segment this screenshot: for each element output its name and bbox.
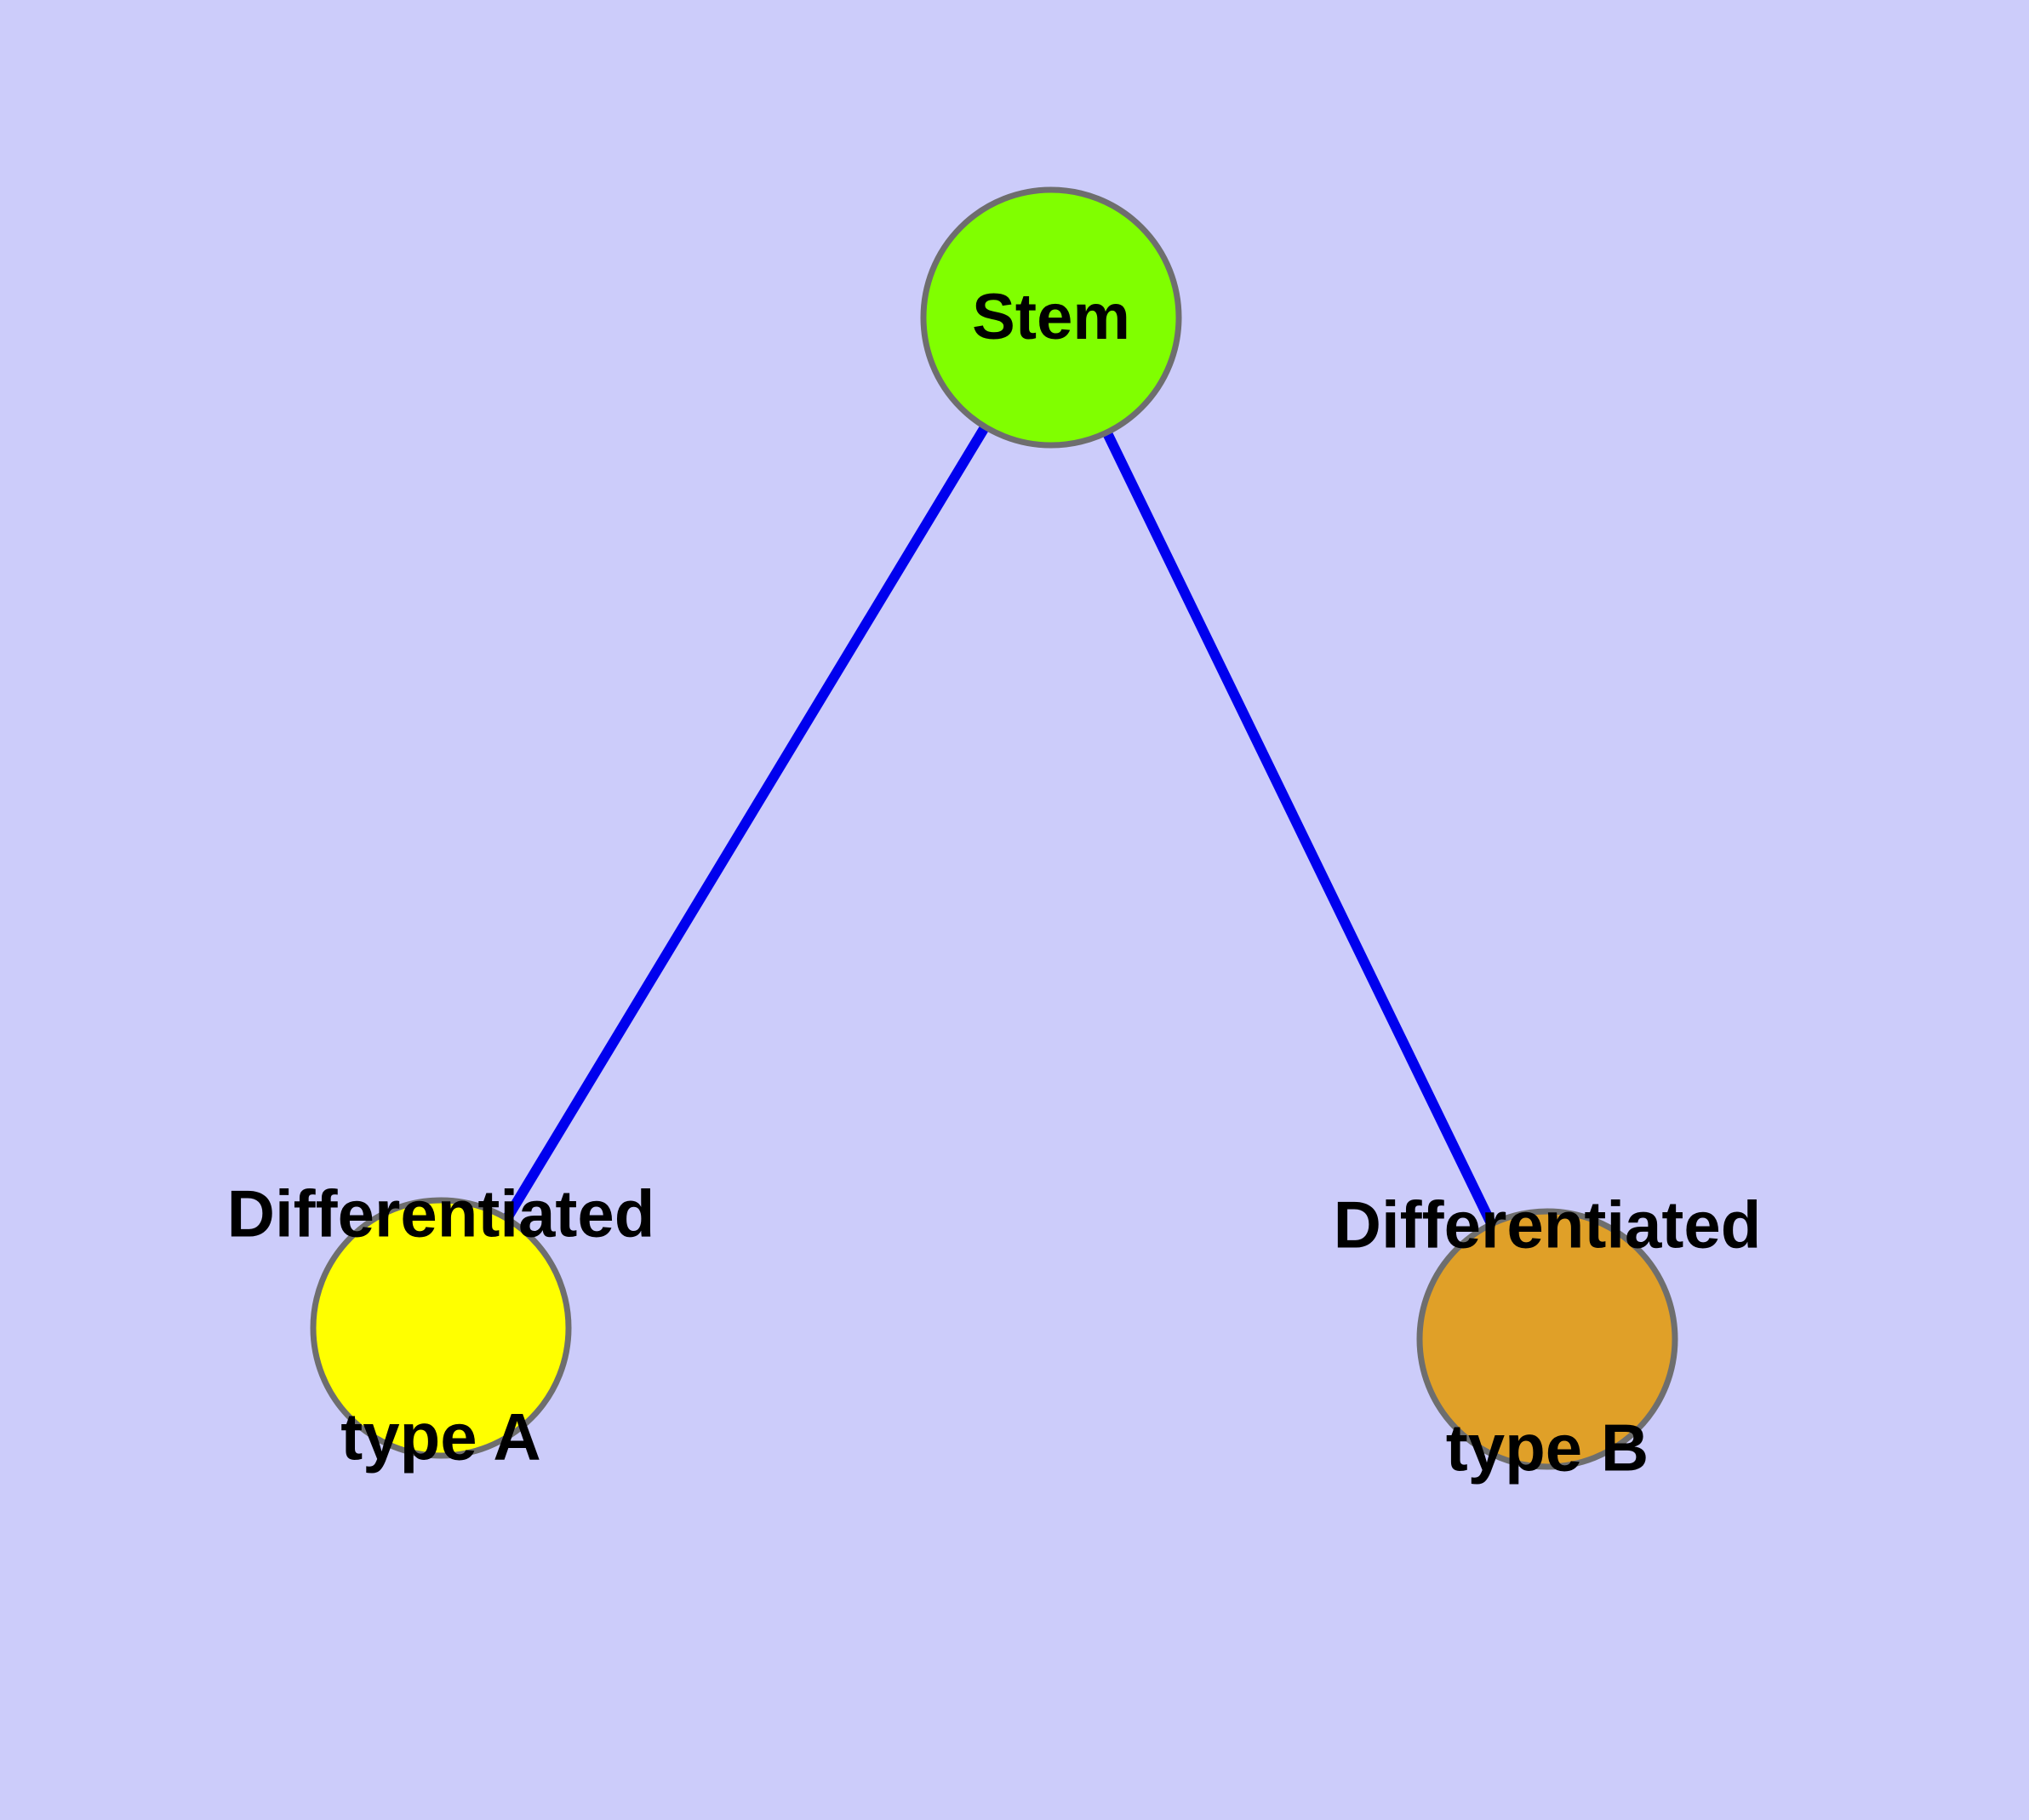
edge-stem-to-differentiated-type-b[interactable] bbox=[1046, 315, 1552, 1342]
node-stem-circle[interactable] bbox=[920, 186, 1182, 449]
node-layer bbox=[310, 186, 1678, 1470]
node-differentiated-type-a-circle[interactable] bbox=[310, 1197, 572, 1459]
edge-layer bbox=[436, 314, 1552, 1342]
edge-stem-to-differentiated-type-a[interactable] bbox=[436, 314, 1056, 1331]
node-differentiated-type-b-circle[interactable] bbox=[1416, 1208, 1678, 1470]
